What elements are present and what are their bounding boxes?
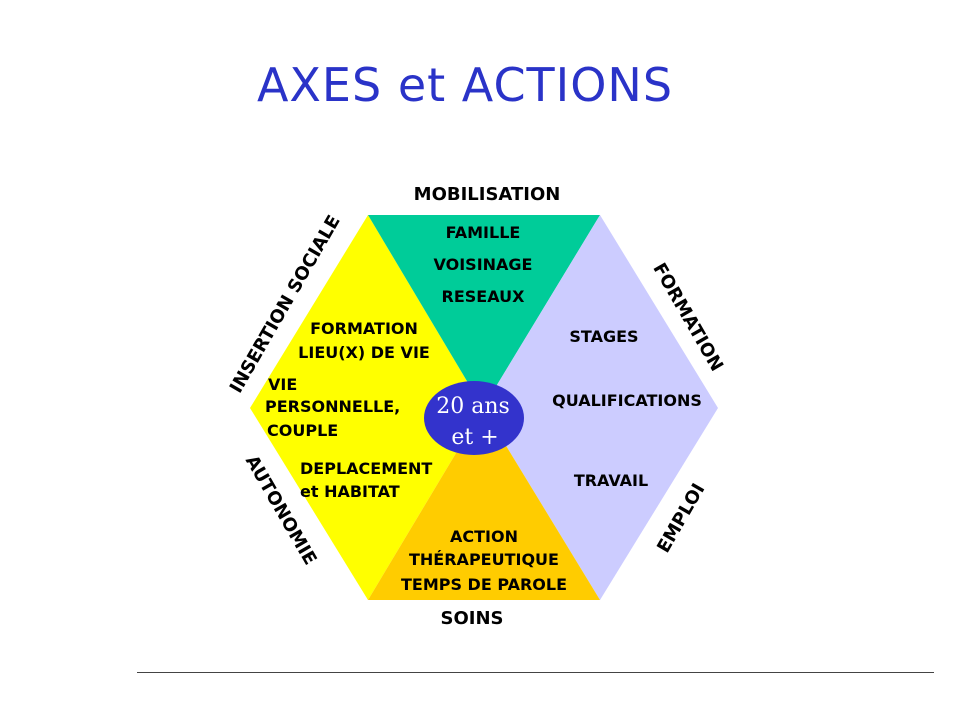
formation-emploi-item: TRAVAIL	[574, 471, 648, 490]
formation-emploi-segment	[483, 215, 718, 600]
axis-label-mobilisation: MOBILISATION	[414, 184, 561, 205]
insertion-autonomie-item: VIE	[268, 375, 297, 394]
soins-item: THÉRAPEUTIQUE	[409, 550, 559, 569]
axis-label-soins: SOINS	[441, 608, 504, 629]
page-title: AXES et ACTIONS	[256, 58, 674, 112]
formation-emploi-item: STAGES	[569, 327, 638, 346]
soins-segment	[368, 408, 600, 600]
insertion-autonomie-item: LIEU(X) DE VIE	[298, 343, 430, 362]
soins-item: ACTION	[450, 527, 518, 546]
mobilisation-item: FAMILLE	[446, 223, 521, 242]
mobilisation-segment	[368, 215, 600, 408]
insertion-autonomie-segment	[250, 215, 483, 600]
footer-divider	[137, 672, 934, 673]
soins-item: TEMPS DE PAROLE	[401, 575, 567, 594]
mobilisation-item: VOISINAGE	[434, 255, 533, 274]
insertion-autonomie-item: et HABITAT	[300, 482, 400, 501]
formation-emploi-item: QUALIFICATIONS	[552, 391, 702, 410]
insertion-autonomie-item: PERSONNELLE,	[265, 397, 400, 416]
mobilisation-item: RESEAUX	[442, 287, 526, 306]
insertion-autonomie-item: FORMATION	[310, 319, 418, 338]
insertion-autonomie-item: DEPLACEMENT	[300, 459, 432, 478]
center-ellipse	[424, 381, 524, 455]
center-label-line2: et +	[451, 425, 498, 450]
insertion-autonomie-item: COUPLE	[267, 421, 338, 440]
center-label-line1: 20 ans	[436, 394, 510, 419]
